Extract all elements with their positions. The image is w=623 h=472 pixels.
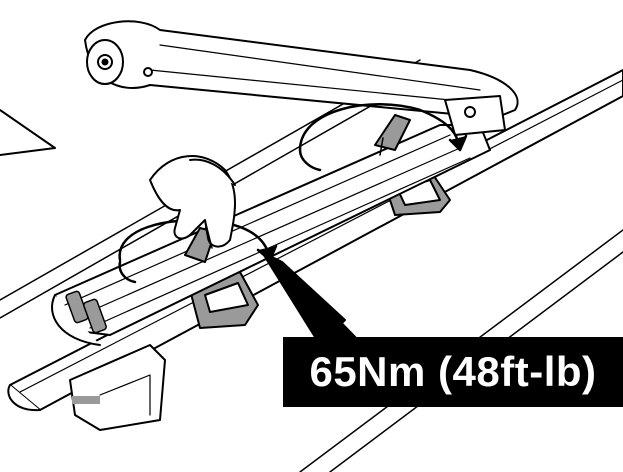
arm-hinge xyxy=(444,95,506,136)
hand-icon xyxy=(149,155,236,249)
carrier-rail xyxy=(51,124,491,346)
callout-pointer-icon xyxy=(261,251,361,346)
rear-knob xyxy=(374,114,411,156)
torque-spec-label: 65Nm (48ft-lb) xyxy=(283,337,623,407)
front-foot xyxy=(69,344,166,431)
carrier-arm xyxy=(84,20,519,119)
callout-pointer-left xyxy=(0,109,56,156)
